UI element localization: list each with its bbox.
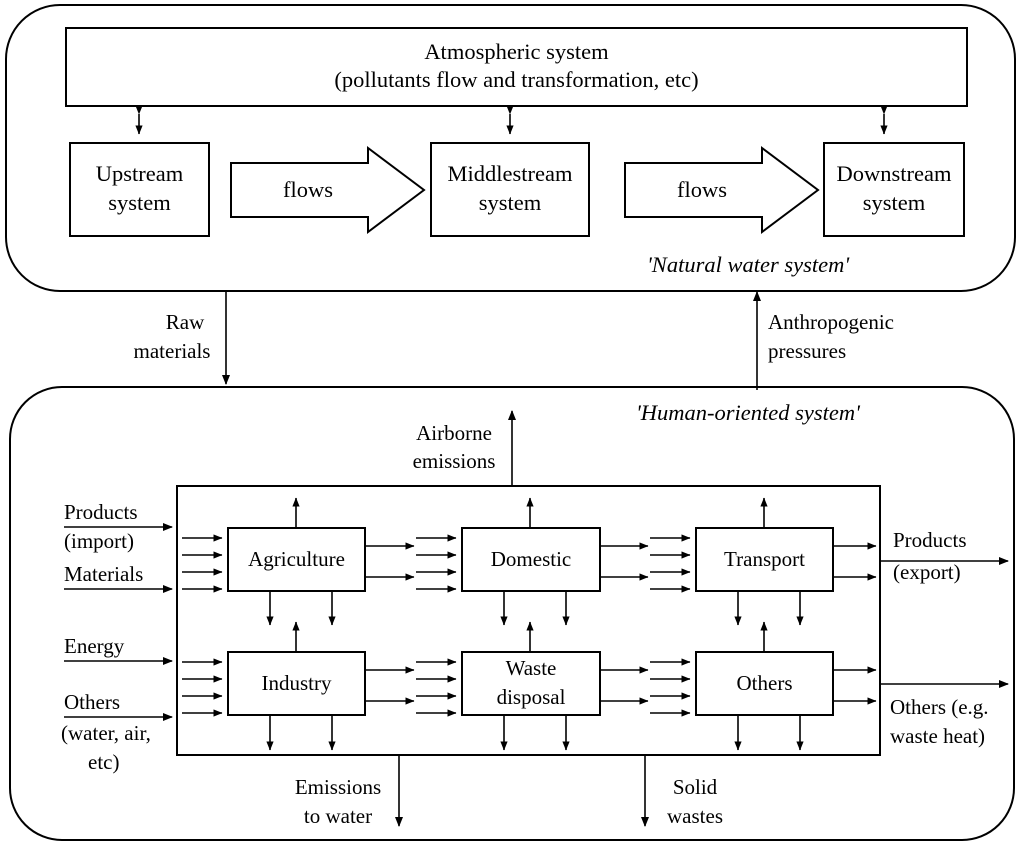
atmospheric-system-title: Atmospheric system xyxy=(424,39,609,64)
solid-wastes-label-line1: Solid xyxy=(672,775,718,799)
downstream-system-label-line2: system xyxy=(862,190,926,215)
output-label-others-waste-heat-line2: waste heat) xyxy=(890,724,986,748)
downstream-system-box xyxy=(823,142,965,237)
sector-label-agriculture: Agriculture xyxy=(248,547,345,571)
upstream-system-label-line2: system xyxy=(108,190,171,215)
sector-label-domestic: Domestic xyxy=(490,547,572,571)
input-label-others-detail: (water, air, xyxy=(61,721,151,745)
flows-label-1: flows xyxy=(283,177,333,202)
flow-bundle-domestic-out xyxy=(600,542,649,581)
flow-bundle-waste-disposal-out xyxy=(600,666,649,705)
human-oriented-system-panel xyxy=(9,386,1015,841)
sector-label-transport: Transport xyxy=(724,547,805,571)
input-label-others-detail2: etc) xyxy=(88,750,120,774)
middlestream-system-label-line2: system xyxy=(478,190,542,215)
flow-bundle-into-others xyxy=(650,658,691,717)
input-label-energy: Energy xyxy=(64,634,125,658)
raw-materials-label-line1: Raw xyxy=(165,310,205,334)
output-label-products-export: (export) xyxy=(893,560,961,584)
sector-vertical-arrows-waste-disposal xyxy=(500,621,570,751)
middlestream-system-label-line1: Middlestream xyxy=(447,161,573,186)
sector-label-others: Others xyxy=(736,671,793,695)
sector-vertical-arrows-others xyxy=(734,621,804,751)
sector-vertical-arrows-domestic xyxy=(500,497,570,626)
sector-vertical-arrows-transport xyxy=(734,497,804,626)
flow-bundle-into-domestic xyxy=(416,534,457,593)
input-label-others: Others xyxy=(64,690,120,714)
sector-box-domestic xyxy=(461,527,601,592)
sector-label-industry: Industry xyxy=(261,671,332,695)
output-label-others-waste-heat-line1: Others (e.g. xyxy=(890,695,989,719)
human-oriented-system-caption: 'Human-oriented system' xyxy=(636,400,860,425)
emissions-to-water-label-line2: to water xyxy=(303,804,373,828)
sector-container-box xyxy=(176,485,881,756)
solid-wastes-label-line2: wastes xyxy=(667,804,723,828)
flows-label-2: flows xyxy=(677,177,727,202)
output-label-products: Products xyxy=(893,528,967,552)
upstream-system-label-line1: Upstream xyxy=(95,161,184,186)
input-label-products: Products xyxy=(64,500,138,524)
sector-box-waste-disposal xyxy=(461,651,601,716)
emissions-to-water-label-line1: Emissions xyxy=(294,775,382,799)
flow-bundle-into-industry xyxy=(182,658,223,717)
airborne-emissions-label-line2: emissions xyxy=(412,449,496,473)
natural-water-system-panel xyxy=(5,4,1016,292)
flow-bundle-industry-out xyxy=(365,666,415,705)
flows-block-arrow-2 xyxy=(624,146,820,234)
downstream-system-label-line1: Downstream xyxy=(836,161,952,186)
airborne-emissions-label-line1: Airborne xyxy=(416,421,492,445)
flow-bundle-into-agriculture xyxy=(182,534,223,593)
sector-label-waste-disposal-line2: disposal xyxy=(496,685,566,709)
upstream-system-box xyxy=(69,142,210,237)
natural-water-system-caption: 'Natural water system' xyxy=(647,252,850,277)
flow-bundle-others-out xyxy=(833,666,877,705)
anthropogenic-pressures-label-line1: Anthropogenic xyxy=(768,310,894,334)
sector-box-others xyxy=(695,651,834,716)
flow-bundle-into-transport xyxy=(650,534,691,593)
anthropogenic-pressures-label-line2: pressures xyxy=(768,339,847,363)
sector-vertical-arrows-industry xyxy=(266,621,336,751)
input-label-products-import: (import) xyxy=(64,529,134,553)
sector-vertical-arrows-agriculture xyxy=(266,497,336,626)
input-label-materials: Materials xyxy=(64,562,144,586)
flow-bundle-into-waste-disposal xyxy=(416,658,457,717)
raw-materials-label-line2: materials xyxy=(133,339,211,363)
flow-bundle-agriculture-out xyxy=(365,542,415,581)
atmospheric-system-subtitle: (pollutants flow and transformation, etc… xyxy=(334,67,699,92)
flows-block-arrow-1 xyxy=(230,146,426,234)
flow-bundle-transport-out xyxy=(833,542,877,581)
atmospheric-system-box xyxy=(65,27,968,107)
middlestream-system-box xyxy=(430,142,590,237)
sector-label-waste-disposal-line1: Waste xyxy=(505,656,557,680)
